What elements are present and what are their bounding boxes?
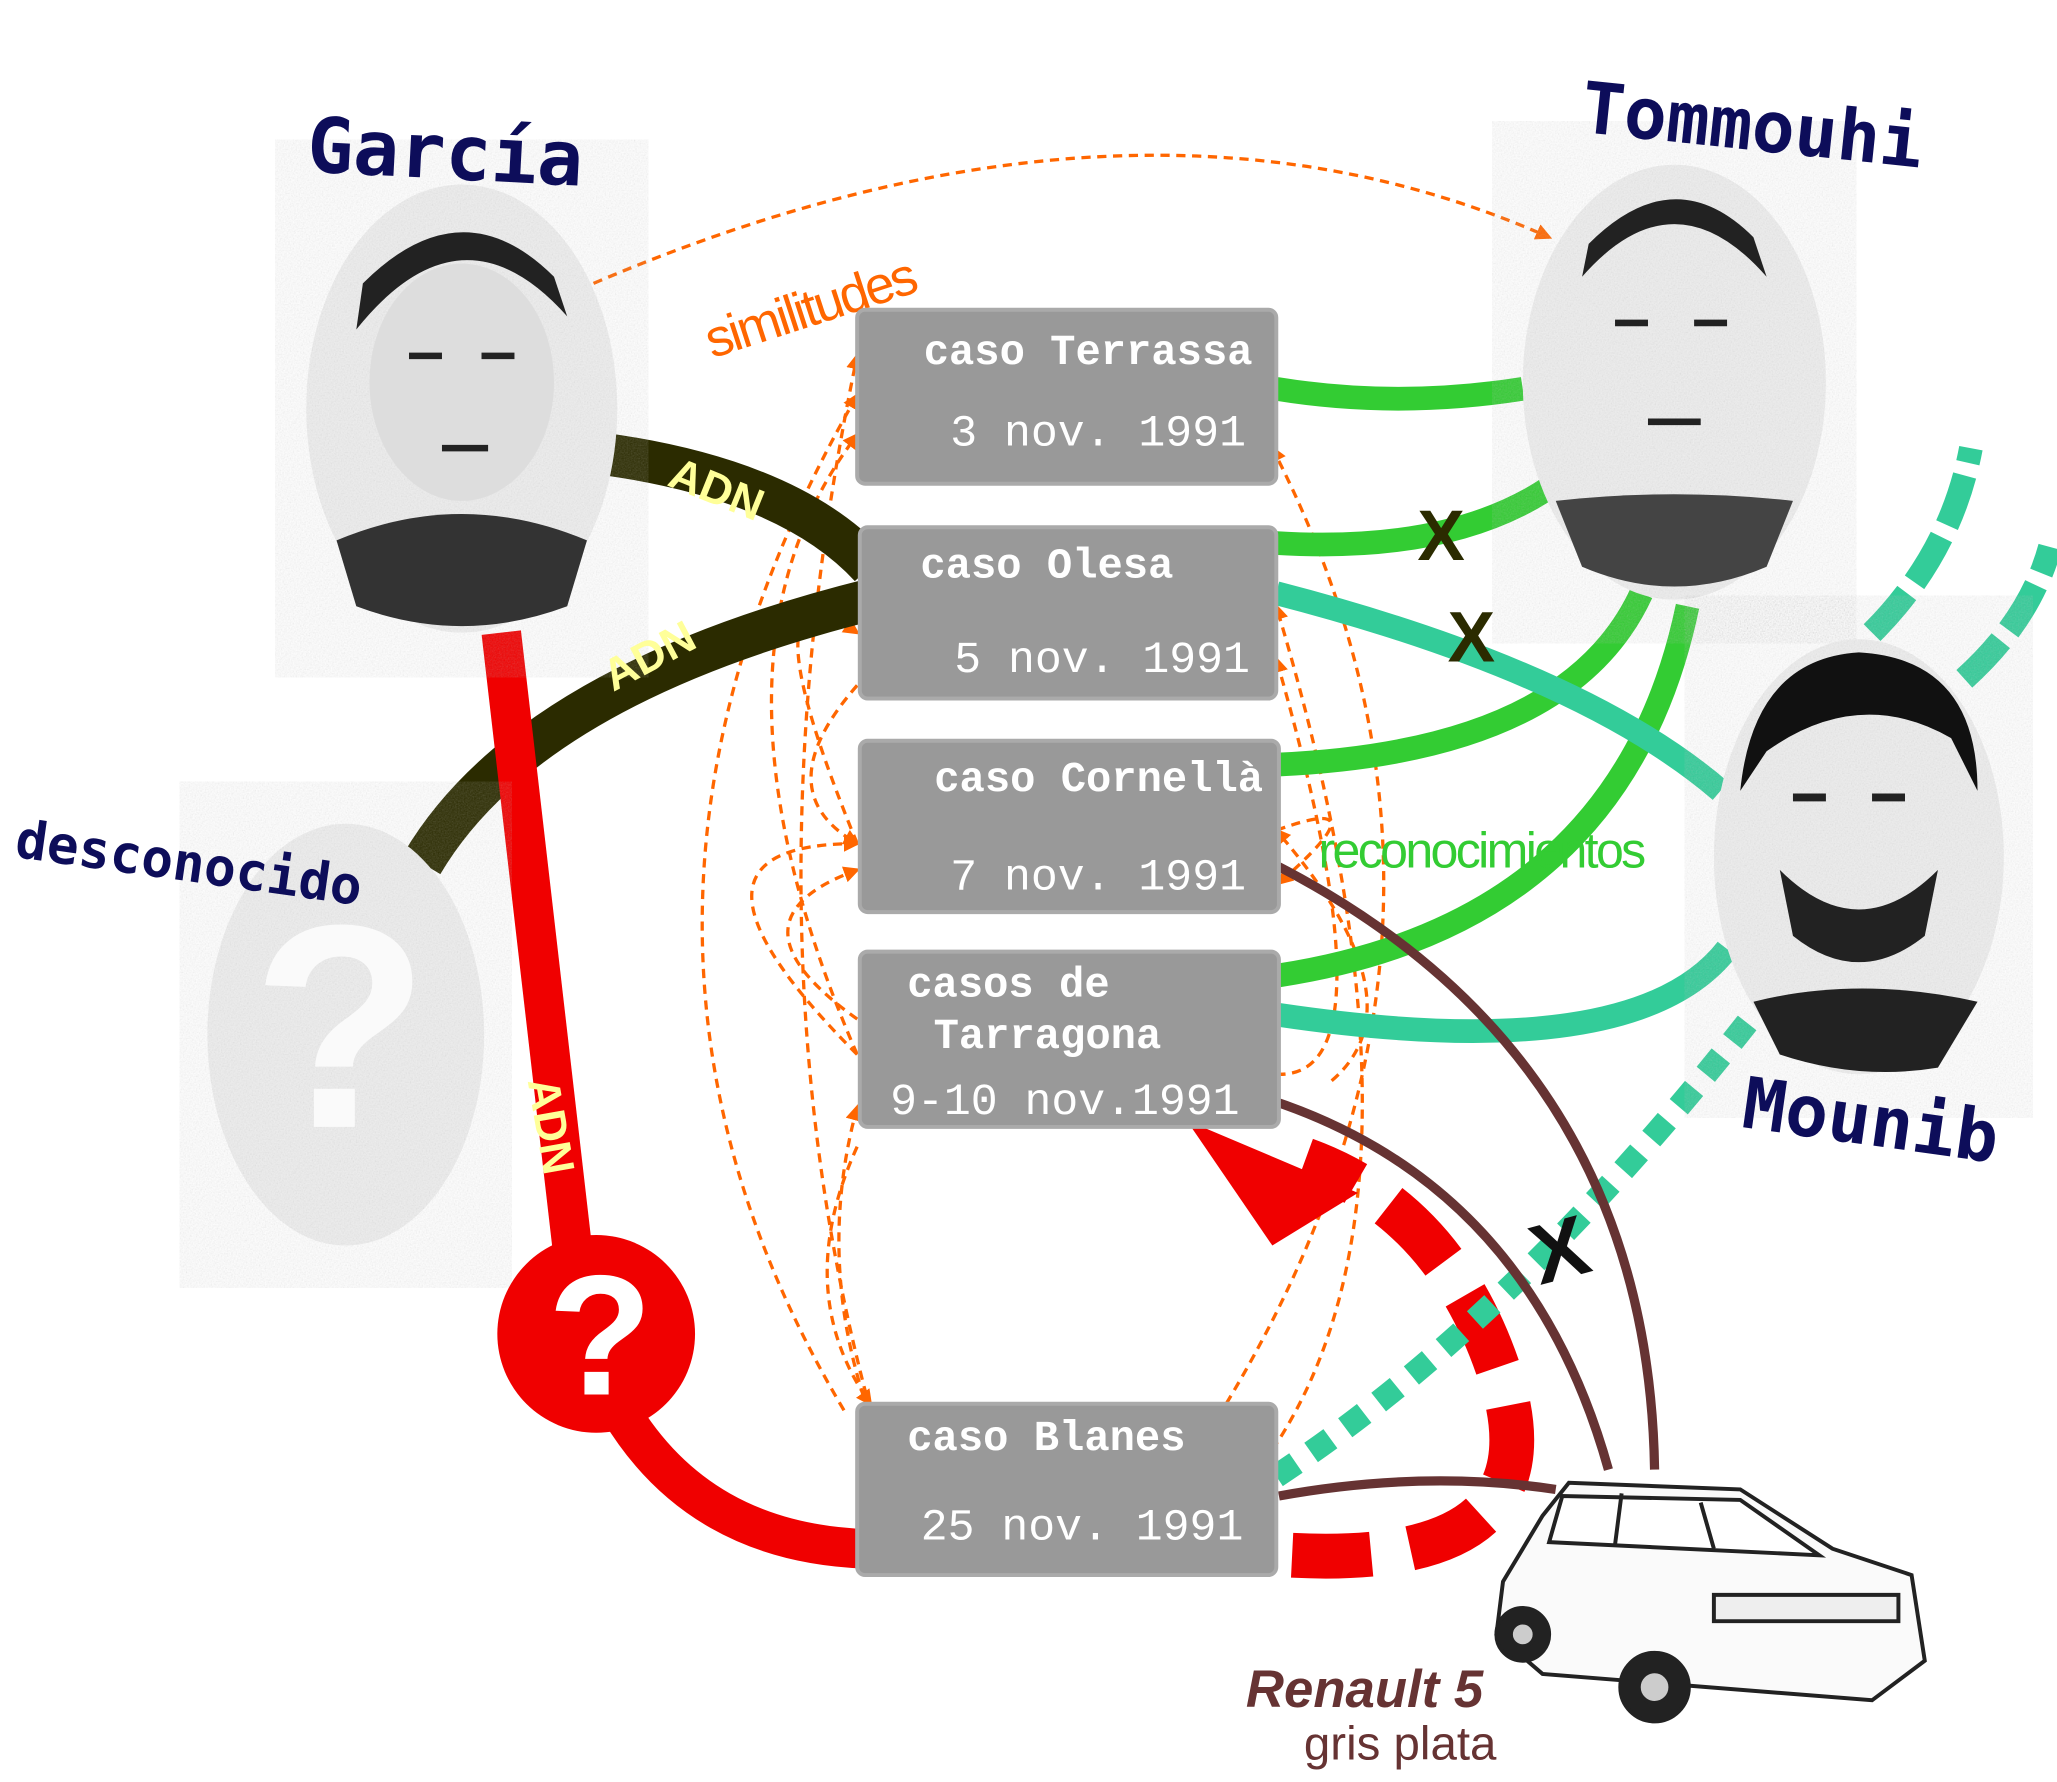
case-box-cornella[interactable]: caso Cornellà 7 nov. 1991 (857, 738, 1281, 915)
similarity-arrow (1275, 816, 1333, 886)
label-dna-red: ADN (518, 1074, 584, 1178)
similarity-arrow (700, 392, 859, 1412)
case-box-olesa[interactable]: caso Olesa 5 nov. 1991 (857, 525, 1279, 701)
similarity-arrow (750, 835, 861, 1056)
case-title-line1: casos de (907, 961, 1109, 1009)
name-garcia: García (305, 101, 585, 204)
case-date: 25 nov. 1991 (921, 1503, 1244, 1553)
question-mark: ? (548, 1240, 653, 1431)
recognition-link (1274, 377, 1525, 411)
unknown-link-marker: ? (497, 1235, 696, 1433)
red-arrowhead (1186, 1120, 1359, 1246)
rejected-mark-blanes: X (1520, 1197, 1599, 1302)
case-title: caso Blanes (907, 1415, 1185, 1463)
name-unknown: desconocido (12, 809, 366, 918)
similarity-arrow (837, 1103, 866, 1398)
case-box-tarragona[interactable]: casos de Tarragona 9-10 nov.1991 (857, 949, 1281, 1129)
unknown-question-mark: ? (252, 865, 429, 1189)
similarity-arrow (1274, 827, 1369, 1083)
dna-link-unknown-olesa (404, 579, 876, 875)
recognition-link (1273, 581, 1729, 800)
rejected-mark-olesa: X (1448, 599, 1495, 678)
recognition-link (1863, 445, 1983, 642)
recognition-link (1275, 477, 1556, 557)
name-mounib: Mounib (1738, 1062, 2004, 1180)
similarity-arrow (825, 1146, 873, 1407)
similarity-arrow (786, 866, 872, 1030)
portrait-tommouhi (1522, 164, 1826, 600)
dna-link-garcia-olesa (606, 433, 886, 582)
recognition-link (1277, 603, 1700, 988)
recognition-link-rejected (1269, 1007, 1763, 1487)
car-links (1270, 859, 1660, 1501)
car-link-red-dashed (1290, 1138, 1535, 1579)
case-title-line2: Tarragona (934, 1013, 1162, 1061)
label-recognitions: reconocimientos (1318, 822, 1645, 878)
car-renault-5 (1494, 1480, 1927, 1724)
portrait-garcia (306, 184, 618, 633)
car-link (1278, 1476, 1557, 1501)
dna-link-question-blanes (602, 1399, 865, 1569)
case-box-blanes[interactable]: caso Blanes 25 nov. 1991 (855, 1401, 1279, 1578)
recognition-link (1277, 941, 1737, 1043)
portrait-mounib (1713, 639, 2004, 1075)
name-tommouhi: Tommouhi (1578, 66, 1928, 184)
portrait-unknown: ? (207, 823, 485, 1246)
recognition-link (1278, 588, 1653, 777)
case-title: caso Cornellà (934, 756, 1263, 804)
car-link (1270, 859, 1660, 1470)
similarity-arrow (592, 153, 1553, 285)
case-title: caso Olesa (920, 542, 1173, 590)
recognition-link (1956, 543, 2057, 688)
car-link (1270, 1096, 1613, 1471)
case-date: 3 nov. 1991 (950, 410, 1246, 460)
case-date: 7 nov. 1991 (950, 854, 1246, 904)
car-color: gris plata (1304, 1718, 1497, 1771)
case-date: 9-10 nov.1991 (890, 1078, 1239, 1128)
case-box-terrassa[interactable]: caso Terrassa 3 nov. 1991 (855, 307, 1279, 486)
recognition-links (1269, 377, 2057, 1487)
similarity-arrow (809, 684, 861, 846)
case-date: 5 nov. 1991 (954, 636, 1250, 686)
case-title: caso Terrassa (924, 329, 1253, 377)
dna-links (404, 433, 1535, 1579)
rejected-mark-terrassa: X (1417, 497, 1464, 576)
dna-link-garcia-question (481, 630, 601, 1321)
car-model: Renault 5 (1246, 1660, 1484, 1719)
